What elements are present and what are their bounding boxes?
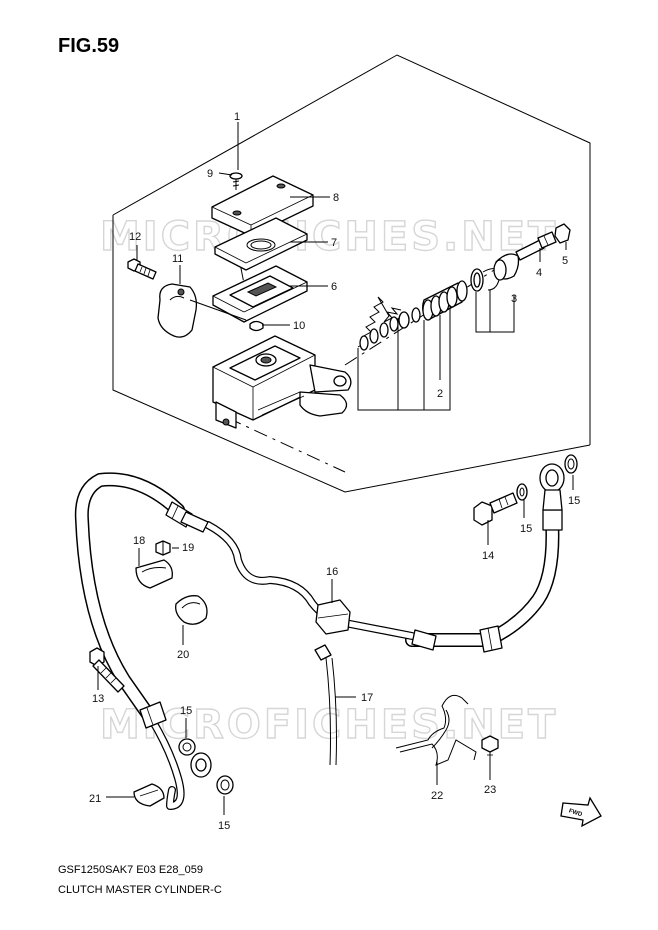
- holder-bolt: [127, 258, 157, 280]
- callout-1: 1: [234, 111, 240, 123]
- callout-7: 7: [331, 237, 337, 249]
- callout-6: 6: [331, 281, 337, 293]
- mount-bolt-13: [89, 647, 125, 693]
- hose-grommet: [315, 599, 351, 635]
- callout-5: 5: [562, 255, 568, 267]
- clamp-bolt-23: [481, 735, 499, 762]
- cap-screw: [229, 172, 243, 190]
- callout-4: 4: [536, 267, 542, 279]
- hose-fittings: [139, 463, 565, 778]
- gasket-washers: [178, 454, 578, 795]
- callout-15-d: 15: [218, 820, 230, 832]
- callout-14: 14: [482, 550, 494, 562]
- callout-18: 18: [133, 535, 145, 547]
- callout-21: 21: [89, 793, 101, 805]
- callout-15-b: 15: [568, 495, 580, 507]
- callout-15-a: 15: [520, 523, 532, 535]
- wire-clamp-22: [395, 694, 477, 766]
- watermark-bottom: MICROFICHES.NET: [100, 702, 558, 748]
- master-cylinder-holder: [157, 283, 198, 338]
- footer-model-line: GSF1250SAK7 E03 E28_059: [58, 864, 203, 876]
- diaphragm-plate: [214, 217, 308, 271]
- callout-labels: 1 2 3 4 5 6 7 8 9 10 11 12 13 14 15 15 1…: [89, 111, 580, 832]
- hose-clamp-21: [133, 783, 165, 807]
- callout-3: 3: [511, 293, 517, 305]
- leader-lines: [97, 122, 574, 815]
- hose-clip-20: [175, 595, 208, 625]
- hose-clamp-18: [135, 559, 173, 589]
- assembly-outline-box: [112, 54, 591, 493]
- push-rod: [493, 231, 557, 281]
- callout-22: 22: [431, 790, 443, 802]
- callout-17: 17: [361, 692, 373, 704]
- callout-9: 9: [207, 168, 213, 180]
- callout-20: 20: [177, 649, 189, 661]
- fwd-arrow-icon: FWD: [560, 796, 602, 828]
- push-rod-nut: [554, 223, 571, 244]
- callout-16: 16: [326, 566, 338, 578]
- clamp-bolt-19: [155, 540, 171, 556]
- callout-23: 23: [484, 784, 496, 796]
- callout-19: 19: [182, 542, 194, 554]
- watermark-top: MICROFICHES.NET: [100, 214, 558, 260]
- master-cylinder-body: [212, 335, 352, 429]
- callout-2: 2: [437, 388, 443, 400]
- callout-13: 13: [92, 693, 104, 705]
- circlip: [470, 268, 501, 292]
- callout-15-c: 15: [180, 705, 192, 717]
- fwd-label: FWD: [568, 808, 583, 818]
- callout-11: 11: [172, 253, 183, 265]
- figure-title: FIG.59: [58, 35, 119, 57]
- union-bolt: [473, 492, 518, 526]
- cable-tie: [314, 644, 337, 766]
- reservoir-plate: [249, 320, 264, 332]
- footer-caption: CLUTCH MASTER CYLINDER-C: [58, 884, 222, 896]
- callout-10: 10: [293, 320, 305, 332]
- piston-spring-set: [357, 280, 468, 351]
- reservoir-cap: [211, 175, 314, 237]
- callout-12: 12: [129, 231, 141, 243]
- diaphragm: [212, 265, 308, 323]
- callout-8: 8: [333, 192, 339, 204]
